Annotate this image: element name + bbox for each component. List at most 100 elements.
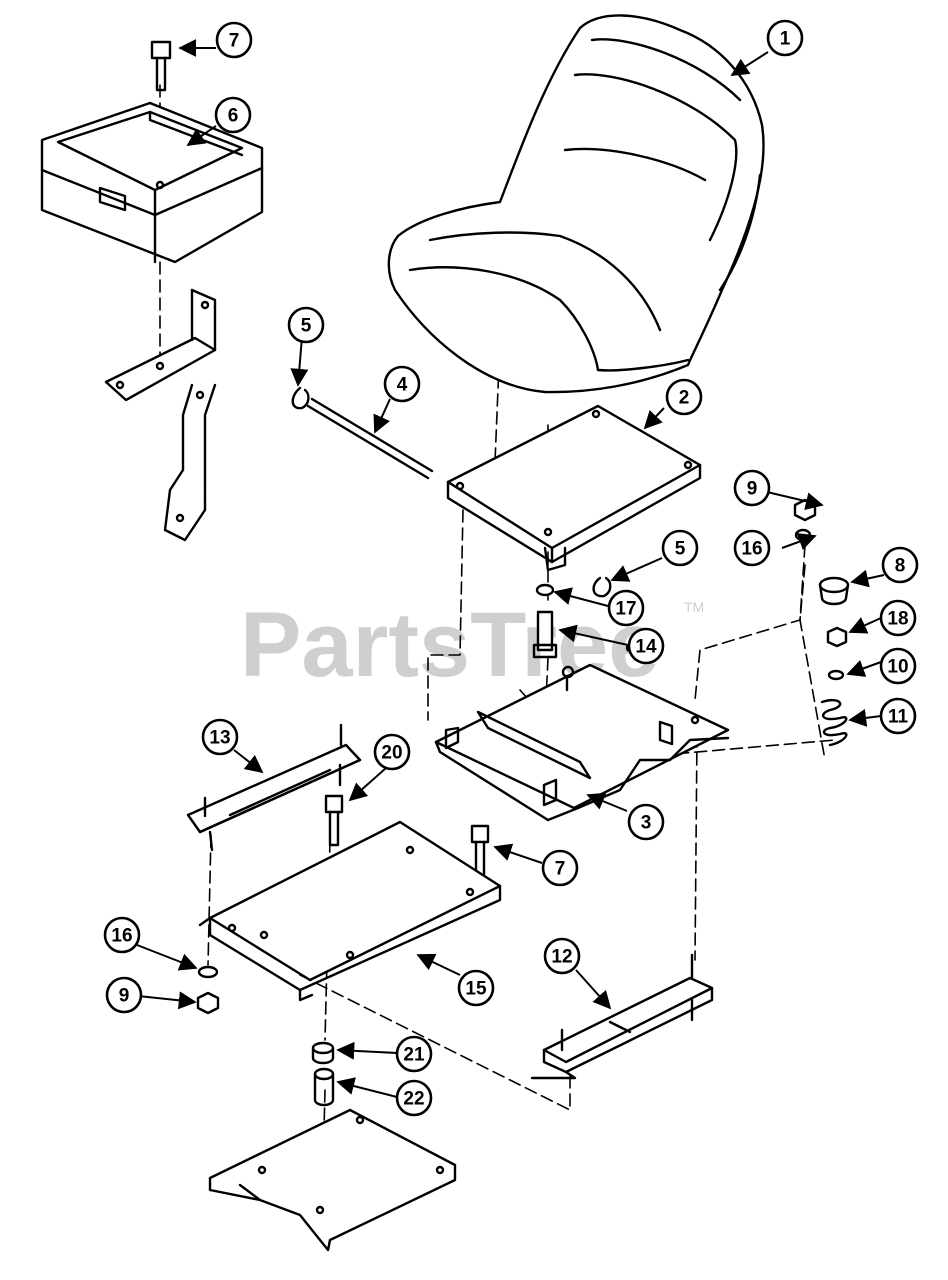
bushing-22-part [313,1067,335,1107]
spring-11 [820,698,848,747]
seat-plate-part [446,404,702,572]
callout-number: 12 [551,947,572,968]
callout-17: 17 [607,589,645,627]
callout-16: 16 [733,529,771,567]
callout-circle [665,378,703,416]
callout-circle [879,647,917,685]
callout-3: 3 [627,803,665,841]
callout-7: 7 [215,21,253,59]
callout-circle [287,306,325,344]
washer-10 [827,669,845,681]
leader-lines [136,39,885,1098]
callout-circle [105,976,143,1014]
callout-circle [214,96,252,134]
callout-circle [627,627,665,665]
callout-15: 15 [457,969,495,1007]
callout-circle [661,529,699,567]
callout-number: 13 [209,728,230,749]
nut-9-lower [196,991,220,1015]
callout-number: 5 [301,316,312,337]
callout-18: 18 [879,599,917,637]
callout-number: 22 [403,1089,424,1110]
frame-plate-part [208,1108,457,1252]
callout-circle [395,1035,433,1073]
callout-6: 6 [214,96,252,134]
seat-part [387,14,765,394]
callout-7: 7 [541,849,579,887]
callout-number: 6 [228,106,239,127]
clip-ring-lower [592,576,612,598]
callout-number: 8 [895,556,906,577]
callout-4: 4 [383,365,421,403]
callout-5: 5 [287,306,325,344]
callout-number: 4 [397,375,408,396]
callout-number: 5 [675,539,686,560]
callout-21: 21 [395,1035,433,1073]
bolt-14 [532,610,558,659]
callout-number: 7 [229,31,240,52]
bushing-21-part [311,1041,335,1065]
callout-1: 1 [766,19,804,57]
callout-circle [373,733,411,771]
callout-circle [766,19,804,57]
callout-number: 17 [615,599,636,620]
callout-16: 16 [103,916,141,954]
callout-circle [627,803,665,841]
seat-bracket-part [434,643,730,822]
callout-13: 13 [201,718,239,756]
slide-base-plate-part [198,820,502,1002]
callout-circle [201,718,239,756]
callout-9: 9 [105,976,143,1014]
callout-number: 7 [555,859,566,880]
callout-circle [607,589,645,627]
callout-number: 16 [741,539,762,560]
callout-circle [733,469,771,507]
callout-5: 5 [661,529,699,567]
callout-number: 9 [747,479,758,500]
callout-number: 2 [679,388,690,409]
callout-number: 9 [119,986,130,1007]
callout-22: 22 [395,1079,433,1117]
callout-12: 12 [543,937,581,975]
callout-circle [215,21,253,59]
watermark-trademark: TM [684,599,704,615]
callout-number: 15 [465,979,487,1000]
callout-circle [103,916,141,954]
callout-number: 21 [403,1045,425,1066]
callout-circle [879,697,917,735]
nut-18 [826,626,848,648]
callout-8: 8 [881,546,919,584]
callout-number: 18 [887,609,908,630]
callout-14: 14 [627,627,665,665]
washer-16-lower [197,965,219,979]
pivot-rod-part [306,397,434,480]
bumper-8 [818,576,850,606]
tool-box-bracket [104,288,217,542]
callout-circle [457,969,495,1007]
callout-number: 14 [635,637,657,658]
callout-circle [733,529,771,567]
slide-rail-right-part [530,953,714,1080]
callout-20: 20 [373,733,411,771]
callout-number: 16 [111,926,132,947]
callout-number: 3 [641,813,652,834]
washer-17 [535,583,555,597]
callout-circle [543,937,581,975]
callout-number: 20 [381,743,402,764]
callout-circle [395,1079,433,1117]
callout-number: 10 [887,657,908,678]
callout-circle [383,365,421,403]
callout-number: 1 [780,29,791,50]
bolt-top-part [150,40,172,92]
callout-circle [881,546,919,584]
callout-circle [541,849,579,887]
callout-2: 2 [665,378,703,416]
bolt-20-part [324,794,344,847]
callout-circle [879,599,917,637]
callout-number: 11 [888,707,909,728]
callout-10: 10 [879,647,917,685]
callout-9: 9 [733,469,771,507]
slide-rail-left-part [186,723,362,852]
